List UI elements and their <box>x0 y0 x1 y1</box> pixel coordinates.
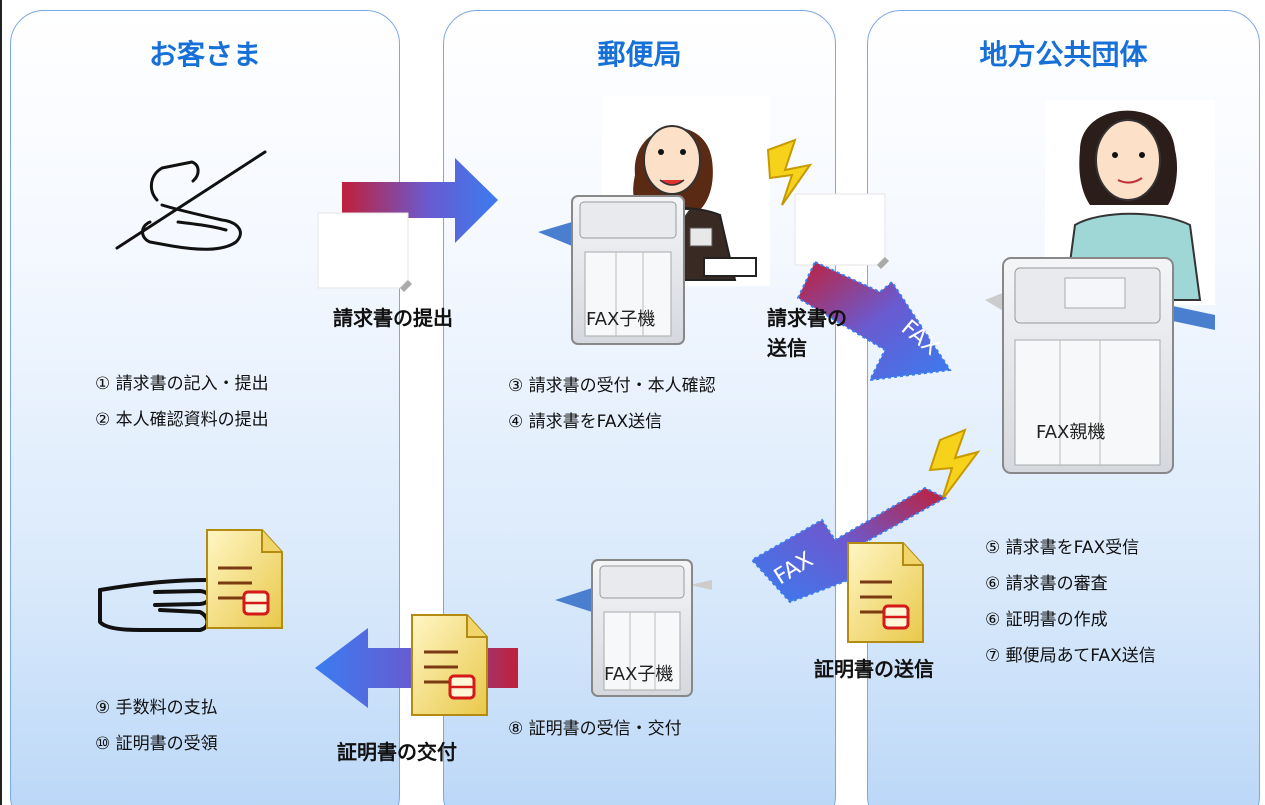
post-office-fax-bottom-icon <box>555 559 712 697</box>
local-gov-fax-main-icon <box>985 257 1215 474</box>
local-gov-title: 地方公共団体 <box>979 38 1148 71</box>
fax-label-post-top: FAX子機 <box>586 309 656 330</box>
step-item: ① 請求書の記入・提出 <box>95 374 269 394</box>
step-item: ⑩ 証明書の受領 <box>95 734 218 754</box>
cert-issue-label: 証明書の交付 <box>337 740 457 764</box>
cert-send-label: 証明書の送信 <box>814 657 934 681</box>
step-item: ⑥ 証明書の作成 <box>985 610 1108 630</box>
step-item: ③ 請求書の受付・本人確認 <box>508 376 716 396</box>
submit-arrow <box>317 158 498 292</box>
lightning-icon-top <box>766 138 813 206</box>
step-item: ⑥ 請求書の審査 <box>985 574 1108 594</box>
step-item: ④ 請求書をFAX送信 <box>508 412 663 432</box>
lightning-icon-bottom <box>928 428 981 501</box>
send-label-line2: 送信 <box>767 336 807 360</box>
writing-hand-icon <box>115 150 267 251</box>
step-item: ⑤ 請求書をFAX受信 <box>985 538 1140 558</box>
fax-send-arrow <box>796 260 952 382</box>
fax-label-local-main: FAX親機 <box>1036 422 1106 443</box>
receiving-hand-icon <box>98 578 211 632</box>
send-label-line1: 請求書の <box>767 306 847 330</box>
certificate-doc-icon <box>206 529 283 629</box>
fax-label-post-bottom: FAX子機 <box>604 664 674 685</box>
step-item: ⑨ 手数料の支払 <box>95 698 218 718</box>
customer-steps-top: ① 請求書の記入・提出 ② 本人確認資料の提出 <box>95 366 269 438</box>
post-office-title: 郵便局 <box>597 38 682 71</box>
step-item: ⑦ 郵便局あてFAX送信 <box>985 646 1156 666</box>
step-item: ② 本人確認資料の提出 <box>95 410 269 430</box>
certificate-doc-icon-transit <box>847 542 924 643</box>
request-paper-icon <box>794 193 889 269</box>
local-gov-steps: ⑤ 請求書をFAX受信 ⑥ 請求書の審査 ⑥ 証明書の作成 ⑦ 郵便局あてFAX… <box>985 530 1156 674</box>
post-office-fax-top-icon <box>538 195 685 345</box>
issue-arrow <box>315 614 518 716</box>
submit-label: 請求書の提出 <box>333 306 453 330</box>
post-office-steps-top: ③ 請求書の受付・本人確認 ④ 請求書をFAX送信 <box>508 368 716 440</box>
post-office-steps-bottom: ⑧ 証明書の受信・交付 <box>508 711 682 747</box>
step-item: ⑧ 証明書の受信・交付 <box>508 719 682 739</box>
customer-steps-bottom: ⑨ 手数料の支払 ⑩ 証明書の受領 <box>95 690 218 762</box>
customer-title: お客さま <box>148 38 261 71</box>
